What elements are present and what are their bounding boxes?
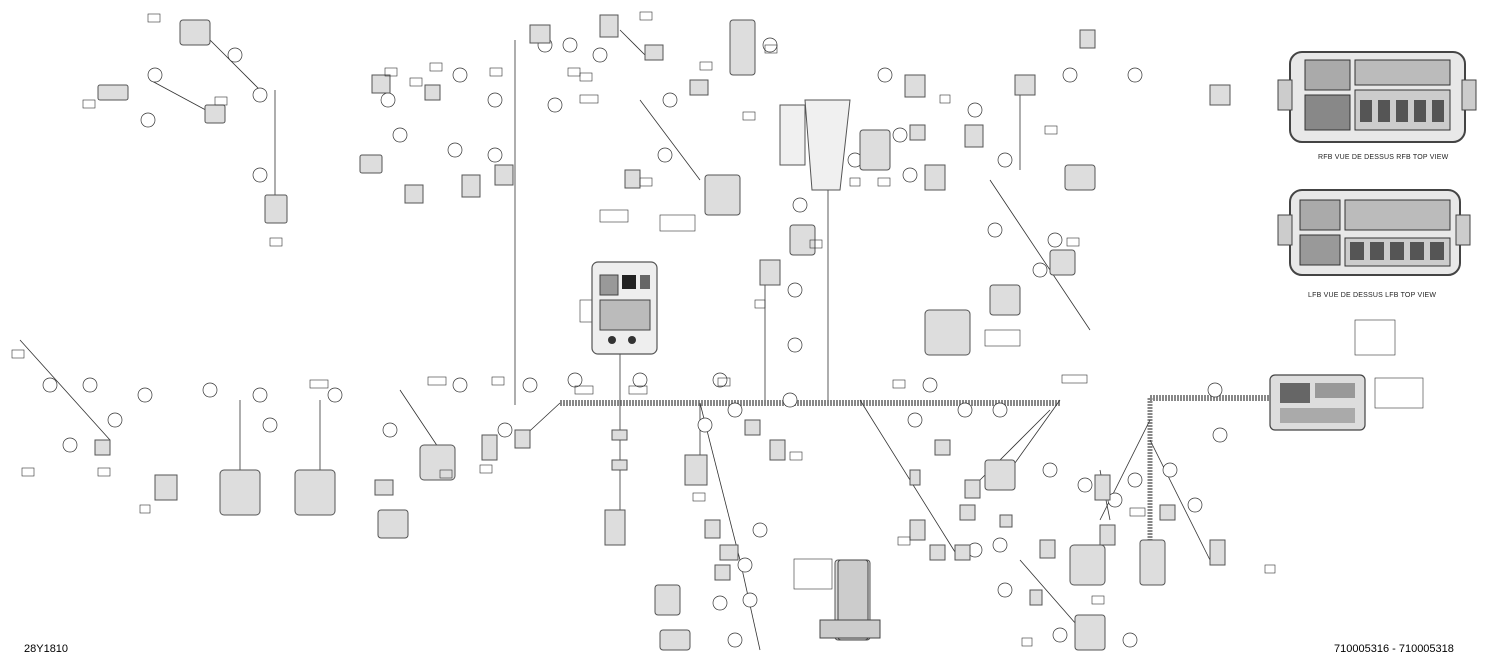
drawing-number: 28Y1810	[24, 643, 69, 655]
fuse-box-icon	[591, 261, 658, 355]
part-numbers: 710005316 - 710005318	[1334, 643, 1454, 655]
lfb-top-view	[1277, 189, 1471, 276]
rfb-top-view-caption: RFB VUE DE DESSUS RFB TOP VIEW	[1318, 154, 1449, 161]
module-bracket-icon	[819, 559, 881, 641]
harness-trunks	[560, 395, 1270, 560]
center-harness-block	[779, 99, 851, 191]
rfb-top-view	[1277, 51, 1477, 143]
right-fuse-connector-icon	[1269, 374, 1366, 431]
label-tags	[11, 11, 1424, 647]
lfb-top-view-caption: LFB VUE DE DESSUS LFB TOP VIEW	[1308, 292, 1437, 299]
connector-icons	[94, 14, 1231, 651]
